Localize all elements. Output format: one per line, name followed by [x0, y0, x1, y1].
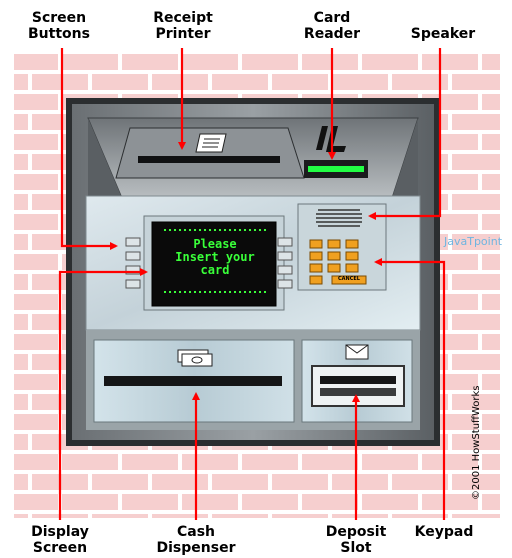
cash-dispenser-slot [104, 376, 282, 386]
label-speaker: Speaker [410, 26, 476, 42]
card-reader-light [308, 166, 364, 172]
envelope-icon [345, 344, 369, 360]
label-display-screen: Display Screen [31, 524, 89, 556]
label-keypad: Keypad [414, 524, 474, 540]
label-deposit-slot: Deposit Slot [325, 524, 387, 556]
speaker-grille [316, 209, 362, 227]
deposit-slot [320, 376, 396, 384]
label-cash-dispenser: Cash Dispenser [156, 524, 236, 556]
screen-buttons-right [277, 237, 293, 289]
screen-message-line-2: Insert your [175, 250, 255, 264]
keypad-cancel-key-label: CANCEL [338, 276, 360, 282]
receipt-slot [138, 156, 280, 163]
deposit-slot-box [311, 365, 405, 407]
label-screen-buttons: Screen Buttons [28, 10, 90, 42]
arrow-keypad [374, 258, 446, 520]
screen-message-line-3: card [200, 263, 230, 277]
screen-buttons-left [125, 237, 141, 289]
keypad [309, 239, 367, 285]
atm-body [66, 98, 440, 446]
arrow-display-screen [58, 268, 148, 520]
screen-message: Please Insert your card [158, 238, 272, 277]
callout-arrows [58, 48, 446, 520]
cash-icon [177, 349, 213, 367]
arrow-speaker [368, 48, 442, 220]
copyright: ©2001 HowStuffWorks [471, 385, 482, 500]
label-receipt-printer: Receipt Printer [153, 10, 213, 42]
label-card-reader: Card Reader [303, 10, 361, 42]
watermark: JavaTpoint [444, 235, 503, 248]
arrow-screen-buttons [60, 48, 118, 250]
screen-message-line-1: Please [193, 237, 237, 251]
